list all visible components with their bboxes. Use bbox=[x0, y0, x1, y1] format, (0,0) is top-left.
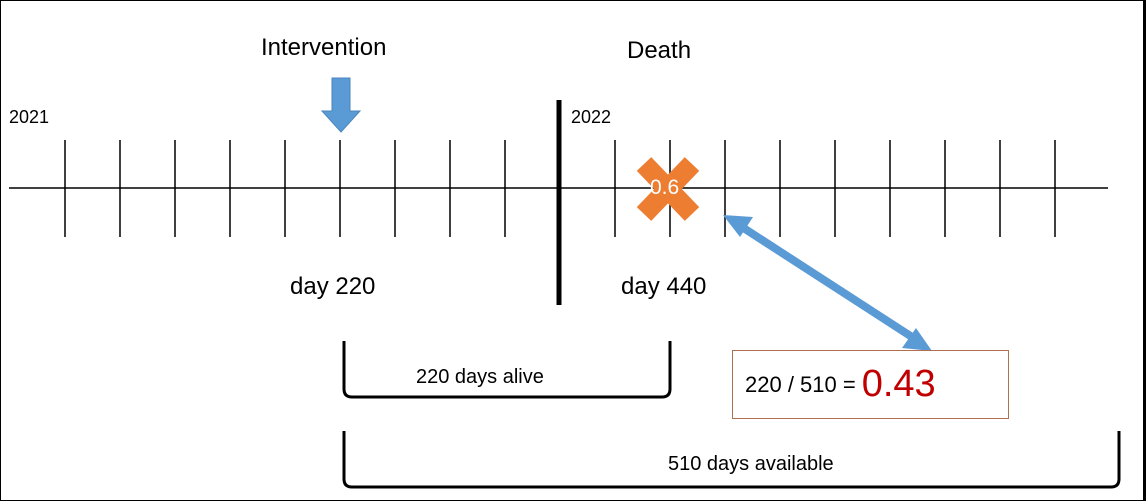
death-cross-icon bbox=[636, 157, 700, 221]
death-label: Death bbox=[627, 37, 692, 64]
year-2021-label: 2021 bbox=[9, 107, 50, 127]
day-220-label: day 220 bbox=[290, 273, 376, 300]
double-arrow-icon bbox=[723, 215, 932, 351]
year-2022-label: 2022 bbox=[571, 107, 612, 127]
intervention-arrow-icon bbox=[320, 77, 362, 133]
intervention-label: Intervention bbox=[261, 34, 387, 61]
available-span-label: 510 days available bbox=[668, 453, 834, 475]
alive-bracket bbox=[342, 341, 672, 399]
result-box: 220 / 510 = 0.43 bbox=[732, 350, 1009, 419]
day-440-label: day 440 bbox=[621, 273, 707, 300]
result-value: 0.43 bbox=[861, 363, 936, 405]
death-marker-value: 0.6 bbox=[650, 176, 680, 199]
alive-span-label: 220 days alive bbox=[416, 366, 544, 388]
result-equation: 220 / 510 = bbox=[745, 371, 856, 397]
available-bracket bbox=[342, 431, 1121, 489]
